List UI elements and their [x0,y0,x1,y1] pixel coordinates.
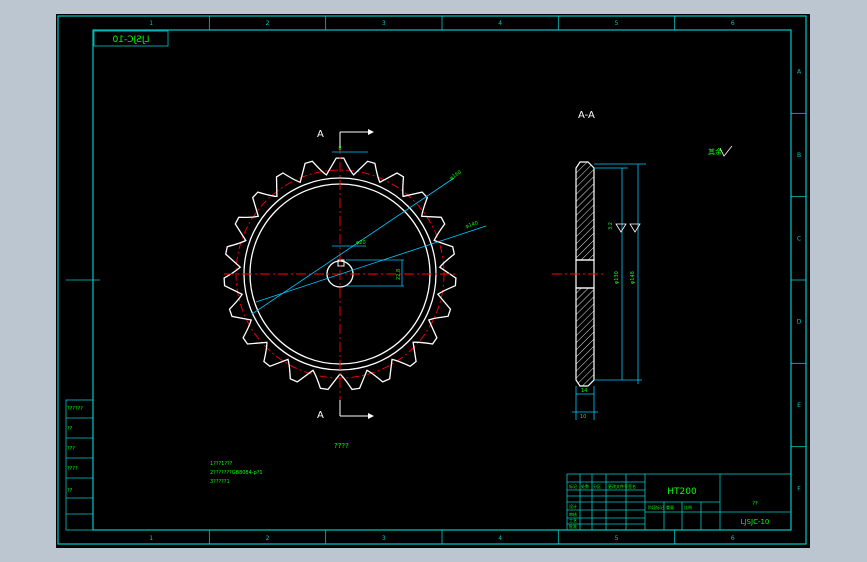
left-label-2: ?? [67,426,73,432]
material-label: HT200 [667,487,697,497]
dim-tip-width: 8 [338,146,341,152]
border-col-number: 5 [615,535,619,542]
border-col-number: 6 [731,535,735,542]
border-row-letter: B [797,152,801,159]
title-block-cell-label: 批准 [569,523,577,529]
inner-frame [92,29,792,531]
cut-label-top: A [317,129,324,140]
section-upper-hatch [575,161,595,261]
rough-note: 其余 [708,147,722,156]
title-block-cell-label: 更改文件号 [608,483,628,489]
border-row-letter: D [797,319,802,326]
title-block-cell-label: 重量 [666,504,674,510]
cut-label-bottom: A [317,410,324,421]
dim-root-dia: φ140 [465,220,479,230]
dim-bore: φ20 [356,240,366,246]
left-label-4: ???? [67,466,78,472]
tech-note-3: 3?????1 [210,479,230,485]
border-col-number: 1 [149,535,153,542]
border-col-number: 3 [382,20,386,27]
tooth-profile [223,157,457,391]
outer-frame [57,15,807,545]
rough-note-symbol [719,145,733,157]
border-row-letter: E [797,402,801,409]
section-label: A-A [578,110,595,121]
title-block-cell-label: 阶段标记 [648,504,664,510]
left-label-1: ?????? [67,406,83,412]
title-block [566,473,792,531]
dim-side-2: φ148 [630,271,636,284]
keyway [337,259,345,267]
left-label-5: ?? [67,488,73,494]
border-col-number: 1 [149,20,153,27]
cut-arrowhead-bottom [368,413,374,419]
tech-note-1: 1???1??? [210,461,233,467]
leader-root-dia [255,225,487,303]
title-block-cell-label: 标记 [569,483,577,489]
dim-thickness: 10 [580,414,586,420]
border-row-letter: C [797,235,801,242]
scale-note: ?? [752,501,758,507]
border-col-number: 2 [266,535,270,542]
dim-pitch-dia: φ160 [449,170,463,182]
border-col-number: 4 [498,20,502,27]
border-col-number: 5 [615,20,619,27]
center-note: ???? [334,442,349,450]
section-view [552,161,646,420]
title-block-cell-label: 工艺 [569,518,577,523]
title-block-cells: 标记处数分区 更改文件号签名设计审核工艺 阶段标记重量 比例批准 [569,483,692,529]
mirrored-code: LJSJC-10 [112,35,149,45]
dim-rough-1: 3.2 [608,222,614,230]
dim-key-depth: 22.8 [396,269,402,280]
title-block-cell-label: 签名 [628,483,636,489]
border-row-letter: F [797,485,801,492]
title-block-cell-label: 处数 [581,483,589,489]
border-col-number: 2 [266,20,270,27]
border-marks [208,16,806,544]
border-row-letter: A [797,69,802,76]
left-label-3: ??? [67,446,75,452]
border-col-number: 6 [731,20,735,27]
cut-arrowhead-top [368,129,374,135]
border-col-number: 3 [382,535,386,542]
title-block-cell-label: 审核 [569,511,577,517]
rough-symbol-1 [615,223,627,233]
left-binding-block [65,279,100,531]
dim-width-bottom: 14 [581,388,587,394]
drawing-code: LJSJC-10 [741,518,770,526]
code-box-top [93,30,169,47]
title-block-cell-label: 比例 [684,504,692,510]
sprocket-front-view [223,129,487,419]
section-lower-hatch [575,287,595,387]
tech-note-2: 2???????GB8084-p?1 [210,470,263,476]
rough-symbol-2 [629,223,641,233]
title-block-cell-label: 分区 [593,483,601,489]
dim-side-1: φ130 [614,271,620,284]
title-block-cell-label: 设计 [569,503,577,509]
svg-text:LJSJC-10: LJSJC-10 [112,35,149,45]
border-col-number: 4 [498,535,502,542]
